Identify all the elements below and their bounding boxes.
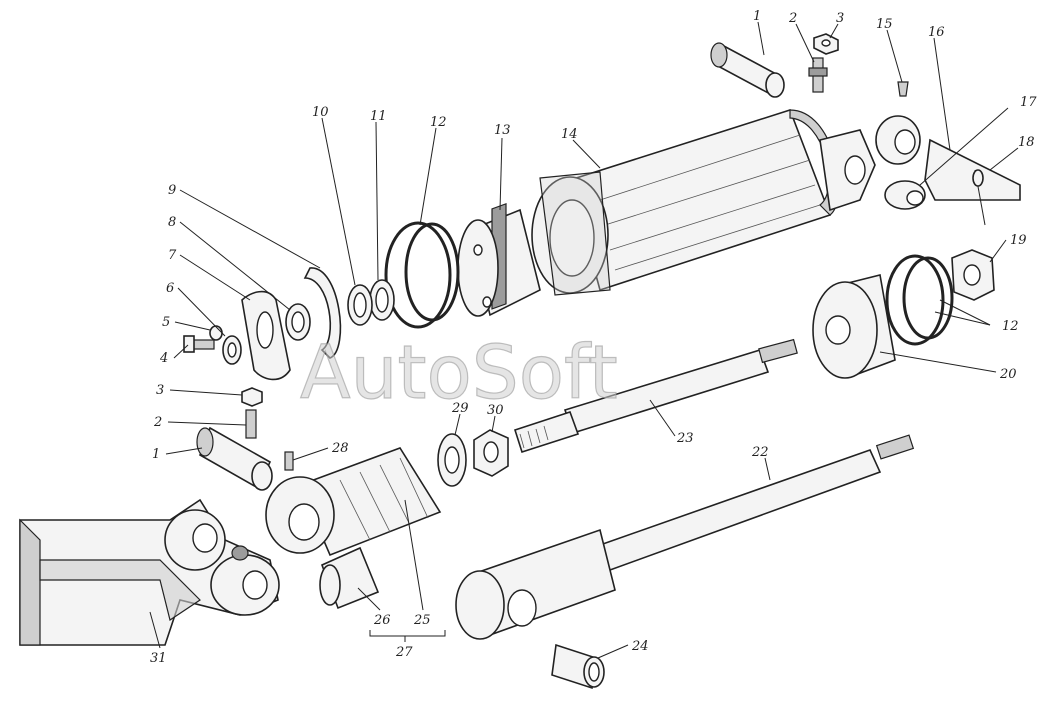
nut-30: [473, 429, 509, 477]
callout-17: 17: [1020, 95, 1037, 110]
washer-8: [285, 303, 311, 341]
callout-3-bottom: 3: [156, 383, 164, 398]
callout-5: 5: [162, 315, 170, 330]
callout-12-right: 12: [1002, 319, 1019, 334]
piston-rings-upper: [384, 221, 460, 329]
pin-top: [710, 42, 785, 98]
sleeve: [265, 447, 442, 557]
washer-5: [209, 325, 223, 341]
cylinder-body: [531, 109, 876, 296]
callout-27: 27: [395, 645, 413, 660]
callout-16: 16: [928, 25, 945, 40]
washer-10: [347, 284, 373, 326]
callout-26: 26: [373, 613, 391, 628]
callout-24: 24: [631, 639, 649, 654]
callout-23: 23: [676, 431, 694, 446]
callout-18: 18: [1018, 135, 1035, 150]
piston-rod: [513, 338, 798, 454]
callout-29: 29: [451, 401, 469, 416]
callout-19: 19: [1010, 233, 1027, 248]
callout-15: 15: [876, 17, 893, 32]
washer-11: [369, 279, 395, 321]
cotter-pin: [972, 169, 986, 226]
callout-12-top: 12: [430, 115, 447, 130]
bolt-4: [183, 335, 215, 353]
callout-20: 20: [999, 367, 1017, 382]
callout-2-bottom: 2: [153, 415, 162, 430]
bracket-right: [884, 138, 1021, 210]
grease-fitting-bottom: [245, 409, 257, 439]
grease-fitting-small: [897, 81, 909, 97]
long-rod: [455, 434, 915, 640]
watermark: AutoSoft: [300, 330, 618, 416]
piston-right: [812, 274, 896, 379]
callout-1-top: 1: [753, 9, 761, 24]
bushing-26: [319, 546, 380, 610]
bushing-24: [551, 643, 605, 690]
callout-28: 28: [331, 441, 349, 456]
grease-fitting-top: [808, 57, 828, 93]
callout-22: 22: [751, 445, 769, 460]
piston-rings-right: [885, 254, 954, 346]
washer-6: [222, 335, 242, 365]
callout-7: 7: [168, 248, 177, 263]
callout-11: 11: [370, 109, 387, 124]
mount-bracket: [19, 498, 280, 646]
callout-10: 10: [312, 105, 329, 120]
castle-nut: [951, 249, 995, 301]
callout-6: 6: [166, 281, 174, 296]
callout-14: 14: [561, 127, 578, 142]
grease-fitting-28: [284, 451, 294, 471]
pin-bottom: [196, 426, 273, 491]
callout-30: 30: [487, 403, 504, 418]
bushing-right: [875, 115, 921, 165]
split-seal: [303, 267, 342, 359]
cover-plate: [241, 290, 291, 381]
piston: [457, 203, 541, 317]
nut-bottom: [241, 387, 263, 407]
callout-3-top: 3: [836, 11, 844, 26]
callout-25: 25: [413, 613, 431, 628]
washer-29: [437, 433, 467, 487]
callout-4: 4: [159, 351, 168, 366]
callout-9: 9: [168, 183, 176, 198]
callout-13: 13: [494, 123, 511, 138]
callout-8: 8: [168, 215, 176, 230]
leader-lines: [149, 21, 1019, 659]
callout-31: 31: [150, 651, 167, 666]
callout-1-bottom: 1: [152, 447, 160, 462]
callout-2-top: 2: [788, 11, 797, 26]
nut-top: [813, 33, 839, 55]
